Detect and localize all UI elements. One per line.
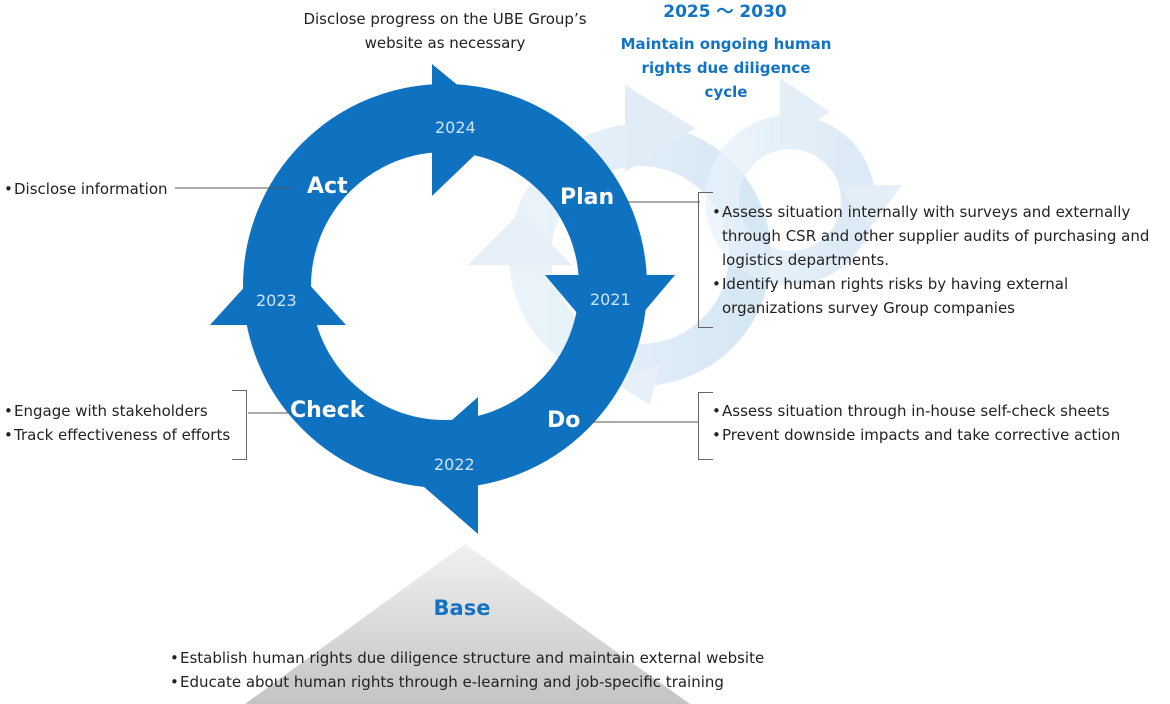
year-2022-label: 2022 xyxy=(434,455,475,474)
act-item: Disclose information xyxy=(4,177,168,201)
check-item: Engage with stakeholders xyxy=(4,399,230,423)
phase-do: Do xyxy=(547,408,581,433)
arrow-2021 xyxy=(545,275,675,352)
base-items: Establish human rights due diligence str… xyxy=(170,646,764,694)
check-item: Track effectiveness of efforts xyxy=(4,423,230,447)
year-2021-label: 2021 xyxy=(590,290,631,309)
do-bracket xyxy=(698,392,713,460)
arrow-2024 xyxy=(432,64,506,196)
check-bracket xyxy=(232,390,247,460)
year-2024-label: 2024 xyxy=(435,118,476,137)
plan-items: Assess situation internally with surveys… xyxy=(712,200,1162,320)
arrow-2023 xyxy=(210,250,346,325)
do-item: Prevent downside impacts and take correc… xyxy=(712,423,1120,447)
pdca-ring xyxy=(210,64,675,534)
base-title: Base xyxy=(433,596,491,620)
phase-plan: Plan xyxy=(560,185,615,210)
plan-item: Assess situation internally with surveys… xyxy=(712,200,1162,272)
check-items: Engage with stakeholders Track effective… xyxy=(4,399,230,447)
phase-check: Check xyxy=(290,398,365,423)
phase-act: Act xyxy=(307,174,348,199)
plan-bracket xyxy=(698,192,713,328)
arrow-2022 xyxy=(400,397,478,534)
future-years: 2025 ～ 2030 xyxy=(663,2,787,22)
future-caption: Maintain ongoing human rights due dilige… xyxy=(620,35,832,101)
do-item: Assess situation through in-house self-c… xyxy=(712,399,1120,423)
act-items: Disclose information xyxy=(4,177,168,201)
year-2023-label: 2023 xyxy=(256,291,297,310)
base-item: Establish human rights due diligence str… xyxy=(170,646,764,670)
do-items: Assess situation through in-house self-c… xyxy=(712,399,1120,447)
plan-item: Identify human rights risks by having ex… xyxy=(712,272,1162,320)
top-note: Disclose progress on the UBE Group’s web… xyxy=(303,10,587,52)
base-item: Educate about human rights through e-lea… xyxy=(170,670,764,694)
